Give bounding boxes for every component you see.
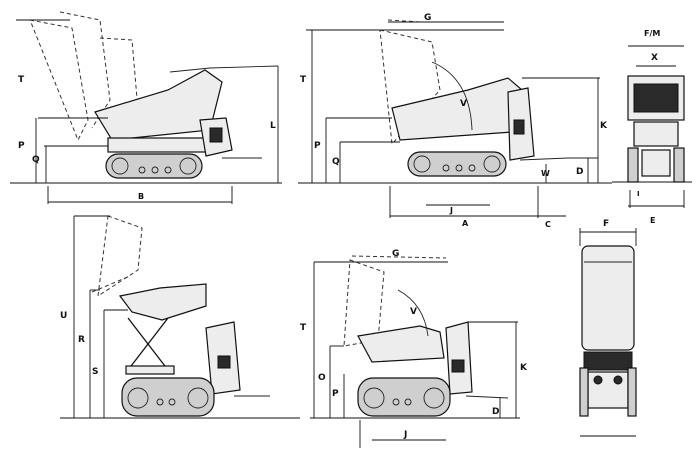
view-side-dimensions: G T P Q V K D W J A C [298,13,612,229]
label-D: D [576,167,583,177]
label-S: S [92,367,98,377]
label-K: K [520,363,528,373]
label-I: I [637,190,640,198]
label-W: W [541,169,550,178]
view-side-rotating: G T V K O P D J [300,249,528,448]
label-T: T [18,75,25,85]
label-K: K [600,121,608,131]
label-F: F [603,219,609,229]
label-T: T [300,323,307,333]
label-P: P [332,389,339,399]
view-side-tipping: T P Q B L [10,11,282,204]
label-U: U [60,311,67,321]
label-J: J [449,206,453,215]
label-FM: F/M [644,29,660,38]
label-V: V [410,307,417,317]
view-side-high-tip: U R S [60,215,300,419]
label-D: D [492,407,499,417]
label-A: A [462,219,469,228]
label-X: X [651,53,658,63]
view-front: F/M X I E [612,29,692,225]
label-R: R [78,335,85,345]
label-B: B [138,192,144,201]
label-T: T [300,75,307,85]
label-G: G [424,13,431,23]
label-G: G [392,249,399,259]
label-Q: Q [32,155,40,165]
label-Q: Q [332,157,340,167]
label-L: L [270,121,276,131]
label-C: C [545,220,551,229]
label-V: V [460,99,467,109]
view-top: F [579,219,637,437]
label-E: E [650,216,655,225]
label-J: J [403,430,407,440]
label-O: O [318,373,326,383]
label-P: P [18,141,25,151]
label-P: P [314,141,321,151]
